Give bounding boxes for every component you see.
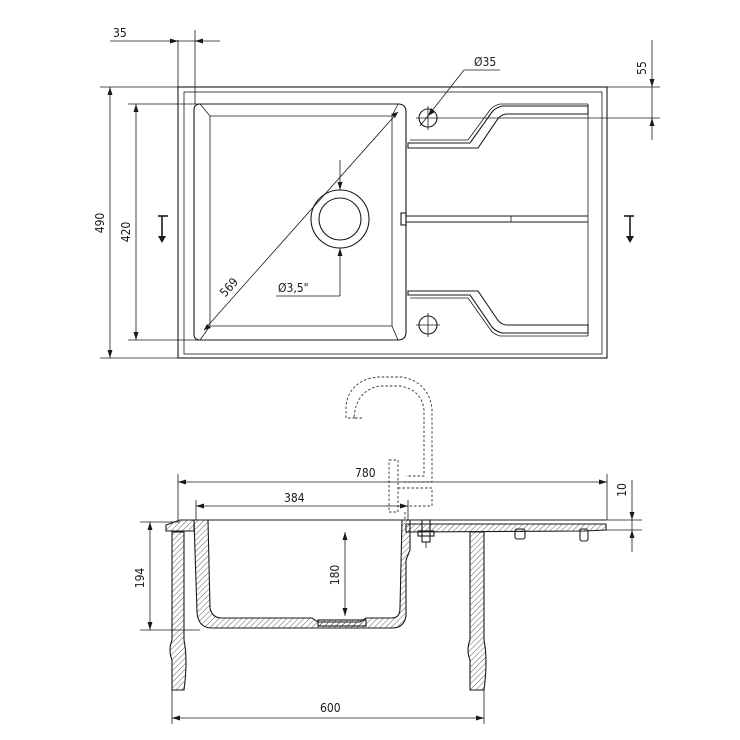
dimension-194: 194: [133, 521, 200, 631]
dimension-384: 384: [195, 491, 409, 520]
cabinet-wall-left: [169, 531, 187, 691]
dimension-780-label: 780: [355, 466, 376, 480]
bowl-corner-br: [391, 325, 399, 341]
dimension-180: 180: [328, 532, 348, 616]
dimension-drain-label: Ø3,5": [278, 281, 309, 295]
drainer-rib-middle-end: [400, 212, 407, 226]
side-view: 780 384 10 194: [133, 466, 642, 724]
section-marker-left: [158, 215, 168, 243]
top-view: 35 Ø35 55 490: [93, 26, 660, 359]
bowl-corner-tl: [199, 103, 211, 117]
dimension-10-label: 10: [615, 483, 629, 497]
sink-outline-inner: [183, 91, 603, 355]
dimension-overflow-hole-label: Ø35: [474, 55, 496, 69]
sink-outline: [177, 86, 608, 359]
faucet-outline: [345, 376, 433, 520]
dimension-55-label: 55: [635, 61, 649, 75]
dimension-780: 780: [177, 466, 608, 520]
drain-inner: [318, 197, 362, 241]
dimension-600-label: 600: [320, 701, 341, 715]
dimension-180-label: 180: [328, 565, 342, 586]
dimension-35: 35: [110, 26, 220, 104]
bowl-drain-plate: [317, 619, 367, 627]
drain-fitting: [417, 519, 589, 548]
dimension-600: 600: [171, 690, 485, 724]
dimension-569-label: 569: [217, 275, 241, 300]
section-marker-right: [624, 215, 634, 243]
dimension-55: 55: [440, 40, 660, 140]
dimension-490: 490: [93, 86, 178, 359]
counter-right: [405, 523, 607, 533]
cabinet-wall-right: [467, 531, 487, 691]
dimension-420: 420: [119, 103, 200, 341]
dimension-35-label: 35: [113, 26, 127, 40]
dimension-420-label: 420: [119, 222, 133, 243]
drainer-rib-top-inner: [410, 103, 588, 141]
bowl-section: [193, 519, 411, 629]
dimension-384-label: 384: [284, 491, 305, 505]
drainer-rib-bottom: [407, 290, 589, 334]
dimension-10: 10: [606, 480, 642, 552]
dimension-194-label: 194: [133, 568, 147, 589]
drain-outer: [310, 189, 370, 249]
dimension-490-label: 490: [93, 213, 107, 234]
drainer-rib-bottom-inner: [410, 297, 588, 337]
dimension-drain: Ø3,5": [276, 160, 343, 297]
dimension-overflow-hole: Ø35: [419, 55, 500, 127]
